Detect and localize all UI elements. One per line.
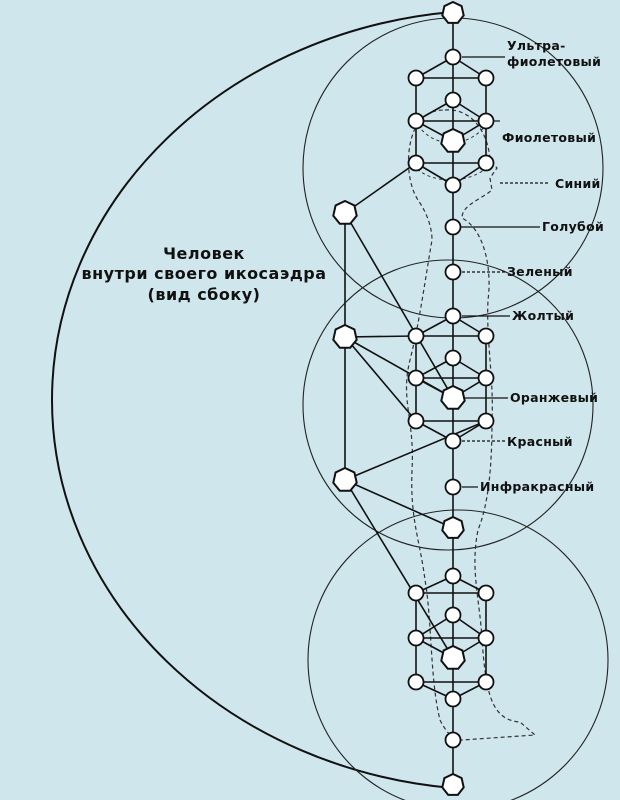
label-red: Красный	[507, 434, 573, 449]
small-node	[444, 48, 462, 66]
small-node	[477, 327, 495, 345]
small-node	[477, 412, 495, 430]
heptagon-node	[441, 772, 465, 796]
small-node	[477, 629, 495, 647]
small-node	[444, 731, 462, 749]
small-node	[444, 176, 462, 194]
diagram-title-line-2: внутри своего икосаэдра	[81, 264, 327, 283]
label-ultraviolet-2: фиолетовый	[507, 54, 602, 69]
diagram-title-line-1: Человек	[163, 244, 245, 263]
label-leaders	[458, 56, 550, 488]
small-node	[444, 263, 462, 281]
label-orange: Оранжевый	[510, 390, 599, 405]
small-node	[407, 327, 425, 345]
heptagon-node	[332, 466, 358, 492]
small-node	[477, 584, 495, 602]
label-blue: Голубой	[542, 219, 605, 234]
label-violet: Фиолетовый	[502, 130, 597, 145]
heptagon-node	[332, 323, 358, 349]
small-node	[407, 629, 425, 647]
label-indigo: Синий	[555, 176, 601, 191]
label-green: Зеленый	[507, 264, 573, 279]
small-node	[477, 112, 495, 130]
torso-sphere	[302, 259, 594, 551]
heptagon-nodes	[332, 0, 466, 796]
small-node	[444, 478, 462, 496]
small-nodes	[407, 48, 495, 749]
small-node	[444, 606, 462, 624]
heptagon-node	[440, 644, 466, 670]
heptagon-node	[440, 384, 466, 410]
heptagon-node	[441, 515, 465, 539]
small-node	[444, 349, 462, 367]
small-node	[477, 673, 495, 691]
small-node	[444, 690, 462, 708]
label-ultraviolet-1: Ультра-	[507, 38, 566, 53]
heptagon-node	[440, 127, 466, 153]
diagram-title-line-3: (вид сбоку)	[147, 285, 261, 304]
small-node	[444, 567, 462, 585]
body-silhouette	[405, 109, 537, 741]
small-node	[444, 307, 462, 325]
small-node	[407, 112, 425, 130]
small-node	[407, 154, 425, 172]
small-node	[477, 154, 495, 172]
small-node	[407, 69, 425, 87]
small-node	[407, 412, 425, 430]
small-node	[407, 673, 425, 691]
small-node	[444, 218, 462, 236]
heptagon-node	[332, 199, 358, 225]
small-node	[477, 369, 495, 387]
heptagon-node	[441, 0, 465, 24]
small-node	[444, 432, 462, 450]
outer-arc	[51, 11, 453, 789]
small-node	[407, 369, 425, 387]
label-infrared: Инфракрасный	[480, 479, 595, 494]
leg-sphere	[307, 509, 609, 800]
small-node	[407, 584, 425, 602]
small-node	[444, 91, 462, 109]
label-yellow: Жолтый	[512, 308, 575, 323]
small-node	[477, 69, 495, 87]
